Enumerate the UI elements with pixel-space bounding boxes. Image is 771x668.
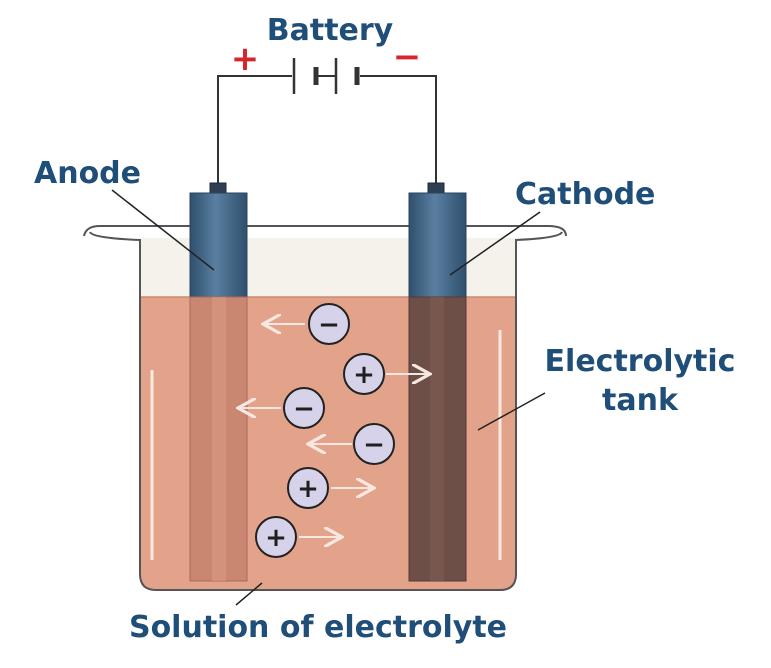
anion-3: −	[353, 423, 395, 465]
anode-label: Anode	[34, 156, 141, 191]
negative-terminal-label: −	[393, 37, 422, 77]
solution-label: Solution of electrolyte	[129, 610, 507, 645]
anion-1: −	[308, 303, 350, 345]
cation-3: +	[255, 516, 297, 558]
ions: − + − − + +	[255, 303, 395, 558]
svg-text:−: −	[363, 430, 385, 460]
cathode-label: Cathode	[515, 177, 655, 212]
cation-2: +	[287, 467, 329, 509]
tank-label-line1: Electrolytic	[545, 344, 736, 379]
circuit-wire	[217, 75, 437, 188]
ion-arrows	[240, 324, 428, 537]
svg-text:−: −	[293, 394, 315, 424]
svg-text:−: −	[318, 310, 340, 340]
battery-symbol	[292, 58, 360, 94]
cathode-electrode[interactable]	[408, 182, 467, 582]
svg-text:+: +	[265, 523, 287, 553]
leader-lines	[111, 189, 546, 606]
positive-terminal-label: +	[231, 39, 260, 79]
svg-text:+: +	[297, 474, 319, 504]
anion-2: −	[283, 387, 325, 429]
tank-label-line2: tank	[602, 383, 679, 418]
svg-text:+: +	[353, 360, 375, 390]
anode-electrode[interactable]	[189, 182, 248, 582]
cation-1: +	[343, 353, 385, 395]
battery-label: Battery	[267, 13, 394, 48]
